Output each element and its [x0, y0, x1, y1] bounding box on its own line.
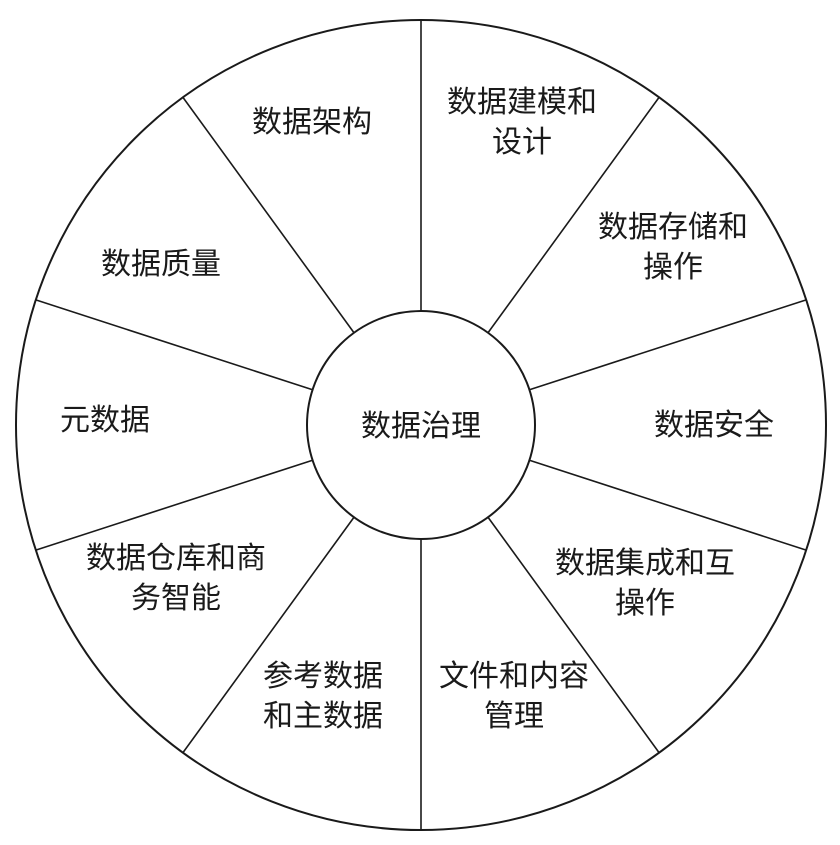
segment-label-line: 和主数据 [263, 699, 383, 734]
segment-label-line: 数据建模和 [447, 85, 597, 120]
divider-line [529, 299, 807, 391]
segment-label-line: 操作 [615, 586, 675, 621]
segment-label: 数据建模和设计 [447, 85, 597, 160]
segment-label-line: 数据质量 [101, 247, 221, 282]
divider-line [487, 96, 660, 334]
segment-label: 数据架构 [252, 105, 372, 140]
segment-label-line: 数据安全 [654, 408, 774, 443]
segment-label-line: 参考数据 [263, 659, 383, 694]
segment-label: 元数据 [60, 403, 150, 438]
segment-label-line: 文件和内容 [439, 659, 589, 694]
segment-label: 数据存储和操作 [598, 210, 748, 285]
divider-line [35, 299, 313, 391]
divider-line [529, 459, 807, 551]
divider-line [182, 96, 355, 334]
segment-label-line: 管理 [484, 699, 544, 734]
segment-label: 文件和内容管理 [439, 659, 589, 734]
segment-label-line: 设计 [492, 125, 552, 160]
segment-label-line: 数据存储和 [598, 210, 748, 245]
segment-label-line: 操作 [643, 250, 703, 285]
segment-label: 数据集成和互操作 [555, 546, 735, 621]
segment-label-line: 数据集成和互 [555, 546, 735, 581]
segment-label: 数据质量 [101, 247, 221, 282]
segment-labels: 数据架构数据建模和设计数据存储和操作数据安全数据集成和互操作文件和内容管理参考数… [60, 85, 774, 734]
segment-label-line: 数据架构 [252, 105, 372, 140]
segment-label: 参考数据和主数据 [263, 659, 383, 734]
segment-label-line: 务智能 [131, 581, 221, 616]
center-label: 数据治理 [361, 409, 481, 444]
segment-label: 数据仓库和商务智能 [86, 541, 266, 616]
divider-line [35, 459, 313, 551]
segment-label: 数据安全 [654, 408, 774, 443]
divider-line [182, 516, 355, 754]
center-hub [306, 310, 536, 540]
segment-dividers [35, 20, 807, 830]
divider-line [487, 516, 660, 754]
segment-label-line: 数据仓库和商 [86, 541, 266, 576]
segment-label-line: 元数据 [60, 403, 150, 438]
